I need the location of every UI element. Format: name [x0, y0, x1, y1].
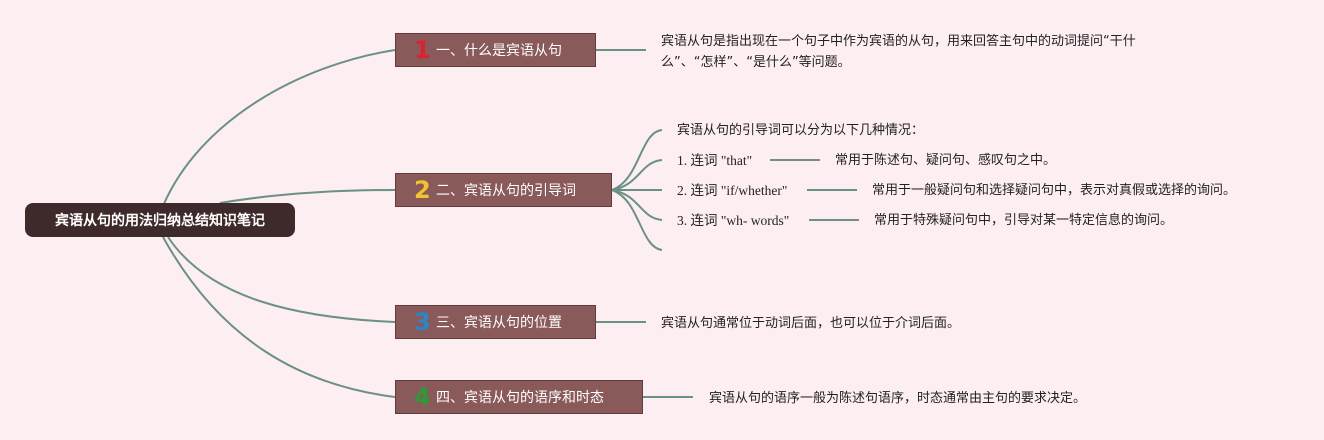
root-label: 宾语从句的用法归纳总结知识笔记 [55, 213, 265, 229]
number-3-icon: 3 [414, 308, 431, 336]
branch-2-intro: 宾语从句的引导词可以分为以下几种情况： [677, 123, 925, 138]
branch-2-label: 二、宾语从句的引导词 [436, 183, 576, 199]
branch-2-item-1-desc: 常用于陈述句、疑问句、感叹句之中。 [835, 153, 1057, 168]
branch-2-item-1-term: 1. 连词 "that" [677, 153, 753, 168]
branch-2-item-2-desc: 常用于一般疑问句和选择疑问句中，表示对真假或选择的询问。 [872, 183, 1237, 198]
branch-1-description: 宾语从句是指出现在一个句子中作为宾语的从句，用来回答主句中的动词提问“干什么”、… [661, 34, 1136, 70]
number-4-icon: 4 [414, 383, 431, 411]
branch-2-item-3-term: 3. 连词 "wh- words" [677, 213, 790, 228]
connector-branch-2-item-1 [611, 159, 663, 191]
connector-root-branch-4 [162, 236, 396, 398]
number-2-icon: 2 [414, 176, 431, 204]
branch-4-node[interactable]: 4 四、宾语从句的语序和时态 [395, 380, 643, 414]
connector-branch-2-item-3 [611, 189, 663, 221]
branch-2-item-3-desc: 常用于特殊疑问句中，引导对某一特定信息的询问。 [874, 213, 1174, 228]
connector-root-branch-3 [167, 236, 396, 323]
branch-2-node[interactable]: 2 二、宾语从句的引导词 [395, 173, 612, 207]
branch-4-description: 宾语从句的语序一般为陈述句语序，时态通常由主句的要求决定。 [709, 391, 1087, 406]
branch-2-item-2-term: 2. 连词 "if/whether" [677, 183, 788, 198]
branch-4-label: 四、宾语从句的语序和时态 [436, 390, 604, 406]
branch-1-label: 一、什么是宾语从句 [436, 43, 562, 59]
connector-root-branch-2 [219, 189, 396, 204]
number-1-icon: 1 [414, 36, 431, 64]
connector-branch-2-intro [611, 129, 663, 191]
branch-3-node[interactable]: 3 三、宾语从句的位置 [395, 305, 596, 339]
root-node[interactable]: 宾语从句的用法归纳总结知识笔记 [25, 203, 295, 237]
branch-1-node[interactable]: 1 一、什么是宾语从句 [395, 33, 596, 67]
branch-3-description: 宾语从句通常位于动词后面，也可以位于介词后面。 [661, 316, 961, 331]
branch-3-label: 三、宾语从句的位置 [436, 315, 562, 331]
connector-root-branch-1 [162, 49, 396, 207]
connector-branch-2-extra [611, 189, 663, 251]
